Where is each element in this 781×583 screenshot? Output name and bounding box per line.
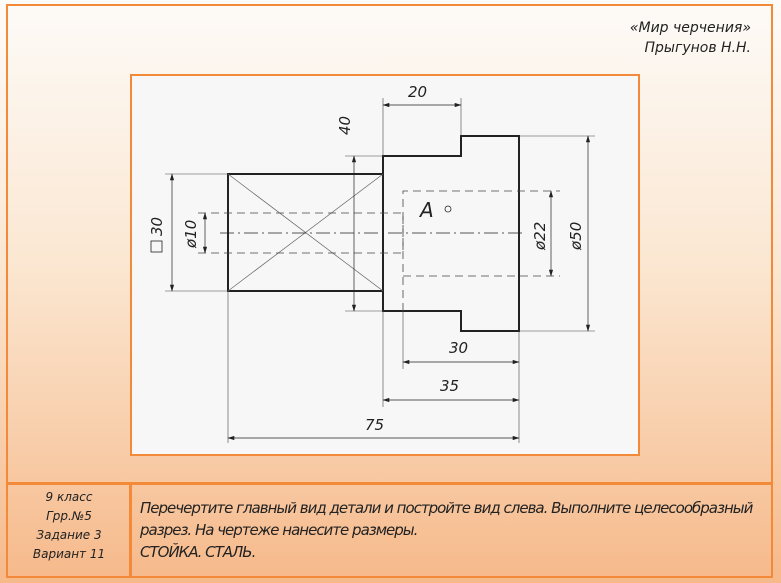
task-line-1: Перечертите главный вид детали и построй… <box>140 499 753 517</box>
dimension-lines <box>169 102 591 441</box>
flat-cross <box>227 173 384 292</box>
dim-75: 75 <box>365 416 384 434</box>
dim-square-30: 30 <box>148 217 166 236</box>
task-number: Задание 3 <box>36 528 102 542</box>
hidden-lines <box>198 190 560 311</box>
variant: Вариант 11 <box>32 547 106 561</box>
credit-author: Прыгунов Н.Н. <box>644 40 751 56</box>
dim-phi-10: ø10 <box>182 220 200 249</box>
dim-40: 40 <box>336 116 354 135</box>
dim-30: 30 <box>449 339 468 357</box>
dim-35: 35 <box>440 377 459 395</box>
frame-border <box>6 4 773 578</box>
title-block-column-divider <box>129 484 132 578</box>
task-line-3: СТОЙКА. СТАЛЬ. <box>140 543 256 561</box>
part-outline <box>227 135 520 332</box>
dim-20: 20 <box>408 83 427 101</box>
author-credit: «Мир черчения» Прыгунов Н.Н. <box>630 18 751 58</box>
extension-lines <box>165 98 595 443</box>
task-meta: 9 класс Грр.№5 Задание 3 Вариант 11 <box>10 488 128 564</box>
credit-title: «Мир черчения» <box>629 20 751 36</box>
square-symbol <box>150 240 163 253</box>
dim-phi-22: ø22 <box>531 222 549 251</box>
grade: 9 класс <box>45 490 93 504</box>
task-line-2: разрез. На чертеже нанесите размеры. <box>140 521 418 539</box>
group: Грр.№5 <box>46 509 92 523</box>
point-marker <box>444 205 452 213</box>
task-text: Перечертите главный вид детали и построй… <box>140 497 760 563</box>
drawing-panel <box>130 74 640 456</box>
dim-phi-50: ø50 <box>567 222 585 251</box>
title-block-divider <box>6 482 773 485</box>
view-label-a: A <box>418 198 434 222</box>
